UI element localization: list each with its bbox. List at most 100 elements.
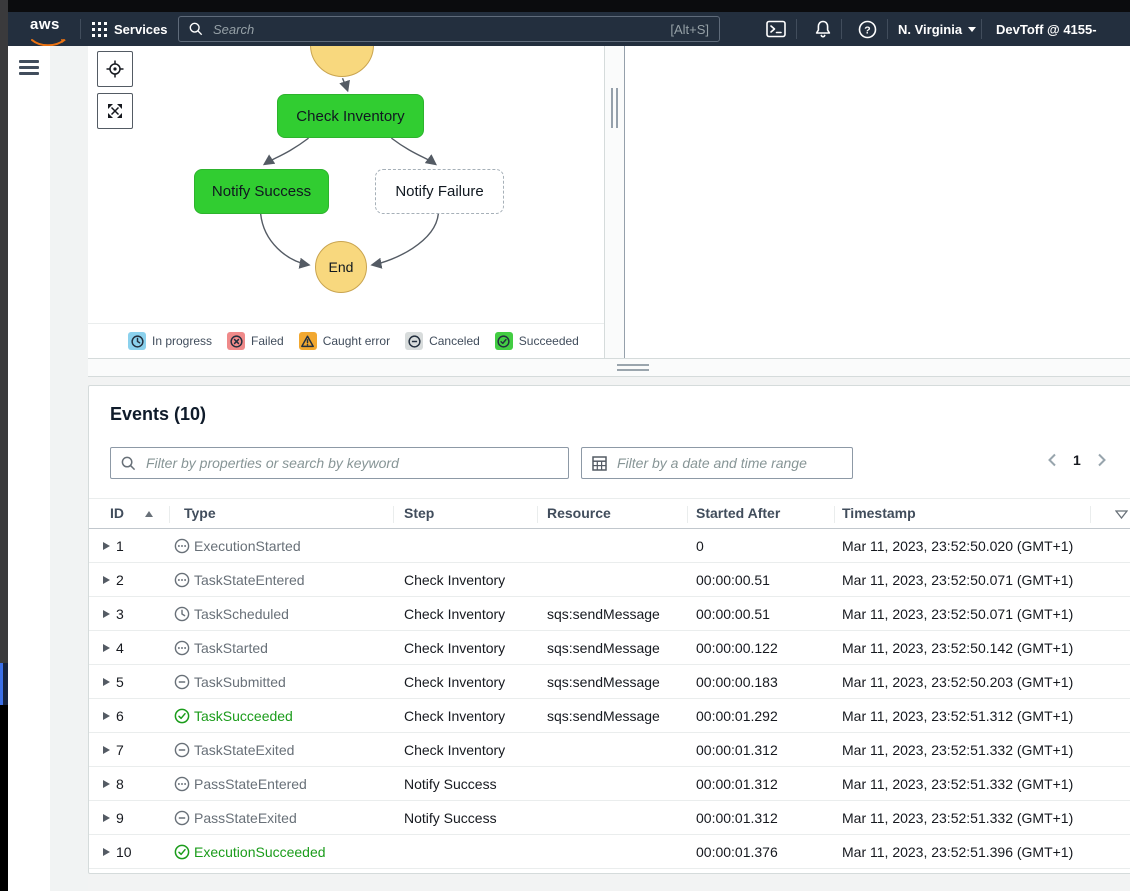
aws-logo[interactable]: aws	[30, 16, 70, 47]
dots-circle-icon	[174, 776, 190, 792]
event-timestamp: Mar 11, 2023, 23:52:50.020 (GMT+1)	[842, 538, 1074, 554]
warning-triangle-icon	[298, 332, 317, 350]
event-step: Check Inventory	[404, 606, 506, 622]
cloudshell-button[interactable]	[760, 12, 792, 46]
event-id: 5	[116, 674, 124, 690]
date-range-input[interactable]	[615, 454, 842, 472]
graph-edges	[259, 77, 440, 269]
services-menu-button[interactable]: Services	[92, 12, 168, 46]
graph-node-notify-success[interactable]: Notify Success	[194, 169, 329, 214]
legend-label: Failed	[251, 334, 284, 348]
expand-caret-icon[interactable]	[103, 745, 110, 754]
hamburger-menu-button[interactable]	[19, 60, 39, 78]
expand-caret-icon[interactable]	[103, 813, 110, 822]
event-id: 6	[116, 708, 124, 724]
events-filter-input[interactable]	[144, 454, 558, 472]
event-started-after: 00:00:01.376	[696, 844, 778, 860]
minus-circle-icon	[174, 810, 190, 826]
screen-edge-strip	[0, 0, 8, 891]
events-filter-box[interactable]	[110, 447, 569, 479]
expand-caret-icon[interactable]	[103, 643, 110, 652]
previous-page-button[interactable]	[1047, 453, 1057, 467]
minus-circle-icon	[174, 742, 190, 758]
event-type: TaskStateExited	[194, 742, 295, 758]
graph-node-check-inventory[interactable]: Check Inventory	[277, 94, 424, 138]
column-header-resource[interactable]: Resource	[547, 505, 611, 521]
legend-item: In progress	[128, 332, 212, 350]
center-graph-button[interactable]	[97, 51, 133, 87]
expand-caret-icon[interactable]	[103, 609, 110, 618]
current-page-number[interactable]: 1	[1073, 452, 1081, 468]
nav-divider	[80, 19, 81, 39]
graph-node-end[interactable]: End	[315, 241, 367, 293]
event-started-after: 00:00:01.292	[696, 708, 778, 724]
column-header-started-after[interactable]: Started After	[696, 505, 781, 521]
event-timestamp: Mar 11, 2023, 23:52:51.332 (GMT+1)	[842, 776, 1074, 792]
expand-caret-icon[interactable]	[103, 677, 110, 686]
expand-caret-icon[interactable]	[103, 779, 110, 788]
column-header-step[interactable]: Step	[404, 505, 435, 521]
global-search-input[interactable]	[211, 20, 663, 38]
column-filter-button[interactable]	[1114, 507, 1129, 522]
event-id: 4	[116, 640, 124, 656]
chevron-down-icon	[968, 26, 977, 32]
event-id: 3	[116, 606, 124, 622]
expand-caret-icon[interactable]	[103, 541, 110, 550]
horizontal-splitter[interactable]	[88, 358, 1130, 377]
region-selector[interactable]: N. Virginia	[898, 12, 977, 46]
events-section: Events (10) 1	[88, 377, 1130, 891]
region-label: N. Virginia	[898, 21, 963, 37]
event-started-after: 0	[696, 538, 704, 554]
event-resource: sqs:sendMessage	[547, 708, 660, 724]
next-page-button[interactable]	[1097, 453, 1107, 467]
column-header-timestamp[interactable]: Timestamp	[842, 505, 916, 521]
account-menu[interactable]: DevToff @ 4155-	[996, 12, 1097, 46]
event-started-after: 00:00:00.51	[696, 572, 770, 588]
vertical-splitter[interactable]	[605, 46, 625, 358]
search-icon	[189, 22, 203, 36]
nav-divider	[841, 19, 842, 39]
event-step: Check Inventory	[404, 674, 506, 690]
expand-caret-icon[interactable]	[103, 711, 110, 720]
expand-arrows-icon	[108, 104, 122, 118]
account-label: DevToff @ 4155-	[996, 21, 1097, 37]
event-started-after: 00:00:00.122	[696, 640, 778, 656]
clock-icon	[128, 332, 146, 350]
crosshair-icon	[106, 60, 124, 78]
notifications-button[interactable]	[808, 12, 838, 46]
calendar-grid-icon	[592, 455, 607, 471]
event-type: TaskStarted	[194, 640, 268, 656]
expand-caret-icon[interactable]	[103, 575, 110, 584]
event-started-after: 00:00:01.312	[696, 742, 778, 758]
fit-to-screen-button[interactable]	[97, 93, 133, 129]
legend-label: Succeeded	[518, 334, 579, 348]
aws-logo-text: aws	[30, 16, 60, 33]
help-button[interactable]: ?	[852, 12, 883, 46]
graph-node-notify-failure[interactable]: Notify Failure	[375, 169, 504, 214]
sort-ascending-icon[interactable]	[145, 511, 153, 517]
dots-circle-icon	[174, 538, 190, 554]
event-step: Check Inventory	[404, 572, 506, 588]
legend-item: Canceled	[405, 332, 480, 350]
event-step: Check Inventory	[404, 640, 506, 656]
column-header-type[interactable]: Type	[184, 505, 216, 521]
minus-icon	[405, 332, 424, 350]
event-timestamp: Mar 11, 2023, 23:52:51.312 (GMT+1)	[842, 708, 1074, 724]
event-id: 2	[116, 572, 124, 588]
global-search-box[interactable]: [Alt+S]	[178, 16, 720, 42]
column-header-id[interactable]: ID	[110, 505, 124, 521]
help-icon: ?	[858, 20, 877, 38]
event-type: TaskScheduled	[194, 606, 289, 622]
expand-caret-icon[interactable]	[103, 847, 110, 856]
date-range-filter-box[interactable]	[581, 447, 853, 479]
